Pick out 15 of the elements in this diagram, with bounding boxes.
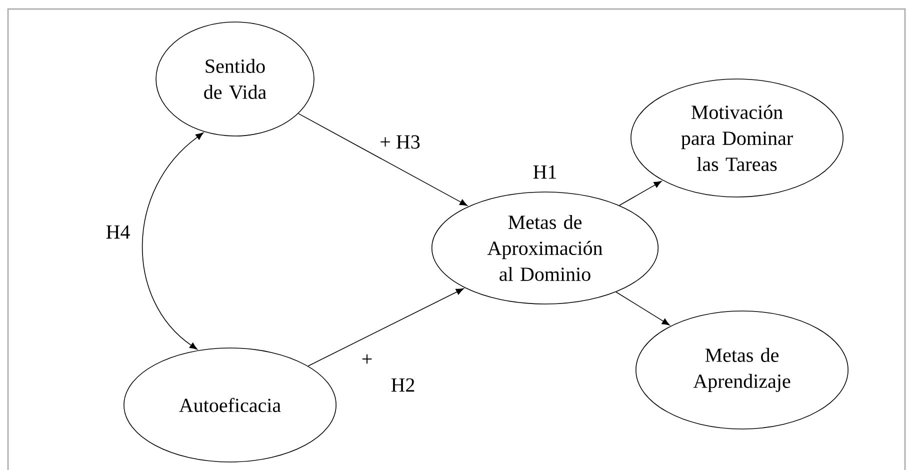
edge-label: + [360,353,374,367]
arrow [142,132,204,350]
arrow [619,180,662,206]
ellipse-node: Autoeficacia [124,348,336,462]
hypothesis-label: H1 [533,165,556,179]
edge-label: + H3 [378,134,422,150]
arrow [298,113,468,206]
ellipse-node: Metas de Aprendizaje [636,310,848,430]
arrow [616,292,670,326]
edge-label: H4 [104,224,132,240]
hypothesis-label: H2 [391,378,414,392]
ellipse-node: Sentido de Vida [156,22,314,136]
ellipse-node: Metas de Aproximación al Dominio [431,192,659,304]
arrow [308,288,464,366]
ellipse-node: Motivación para Dominar las Tareas [630,78,844,198]
